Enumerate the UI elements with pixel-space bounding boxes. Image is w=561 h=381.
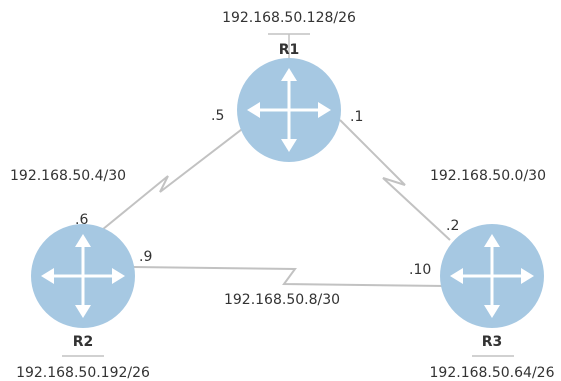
r3-interface-to-r1: .2 — [446, 218, 459, 234]
r1-interface-to-r2: .5 — [211, 108, 224, 124]
r2-interface-to-r3: .9 — [139, 249, 152, 265]
router-r3[interactable] — [440, 224, 544, 328]
router-r3-lan-label: 192.168.50.64/26 — [430, 365, 555, 381]
router-r1[interactable] — [237, 58, 341, 162]
link-r1-r2 — [96, 122, 251, 235]
r1-interface-to-r3: .1 — [350, 109, 363, 125]
link-r2-r3 — [132, 266, 446, 287]
r3-interface-to-r2: .10 — [409, 262, 431, 278]
router-r3-name: R3 — [482, 334, 503, 350]
router-r2-lan-label: 192.168.50.192/26 — [16, 365, 150, 381]
link-r1-r3 — [339, 119, 451, 241]
link-r1-r3-subnet: 192.168.50.0/30 — [430, 168, 546, 184]
router-r2-name: R2 — [73, 334, 94, 350]
link-r2-r3-subnet: 192.168.50.8/30 — [224, 292, 340, 308]
router-r1-lan-label: 192.168.50.128/26 — [222, 10, 356, 26]
router-r1-name: R1 — [279, 42, 300, 58]
router-r2[interactable] — [31, 224, 135, 328]
router-icon — [41, 234, 125, 318]
link-r1-r2-subnet: 192.168.50.4/30 — [10, 168, 126, 184]
router-icon — [247, 68, 331, 152]
r2-interface-to-r1: .6 — [75, 212, 88, 228]
router-icon — [450, 234, 534, 318]
